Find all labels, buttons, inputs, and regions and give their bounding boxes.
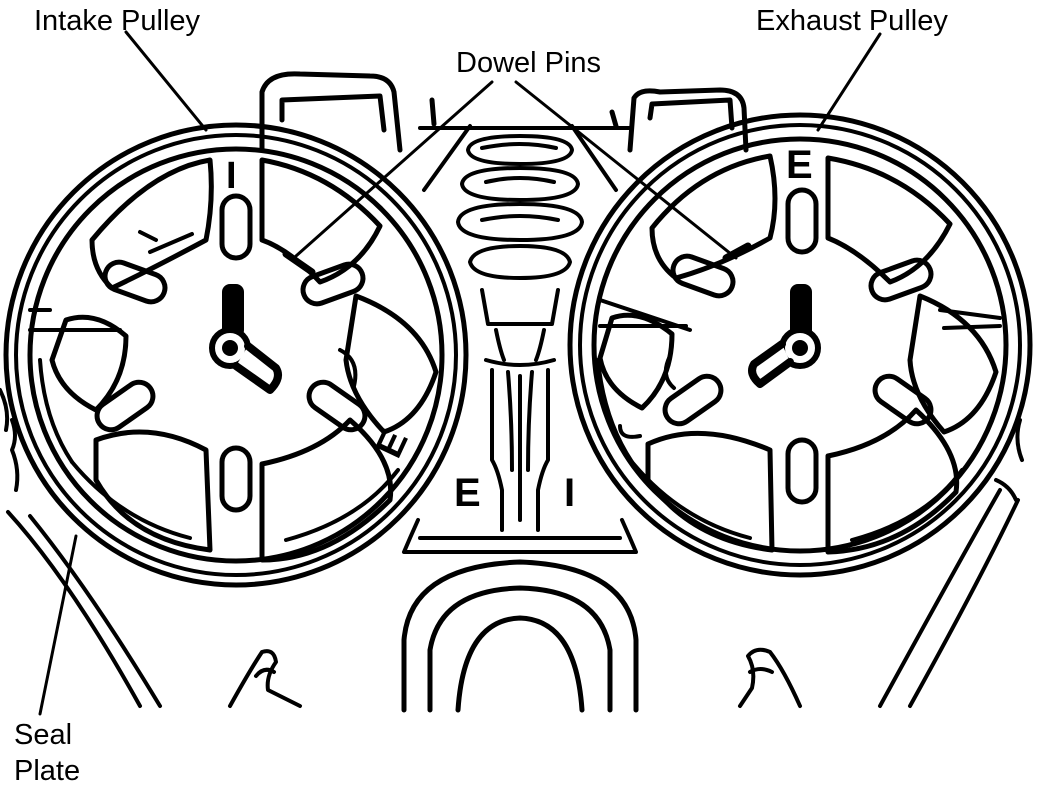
exhaust-top-mark: E <box>786 143 813 187</box>
exhaust-pulley <box>567 112 1033 578</box>
cylinder-head-outline <box>259 71 749 192</box>
center-bearing-stack <box>456 134 584 532</box>
intake-pulley-leader <box>124 30 208 132</box>
seal-plate-leader <box>38 534 78 716</box>
dowel-pins-leader-right <box>514 80 738 260</box>
center-left-mark: E <box>454 471 481 515</box>
timing-marks: I E E E I <box>226 143 813 515</box>
seal-plate-belt-left <box>0 388 162 708</box>
lower-arch <box>401 559 639 713</box>
seal-plate-label-line1: Seal <box>14 719 72 751</box>
exhaust-hub <box>748 284 821 388</box>
dowel-pins-leader-left <box>294 80 494 258</box>
intake-pulley <box>3 122 469 588</box>
intake-top-mark: I <box>226 155 237 197</box>
exhaust-pulley-label: Exhaust Pulley <box>756 5 948 37</box>
seal-plate-label-line2: Plate <box>14 755 80 787</box>
exhaust-pulley-leader <box>816 32 882 132</box>
leader-lines <box>38 30 882 716</box>
dowel-pin-markers <box>282 242 752 276</box>
center-right-mark: I <box>564 471 575 515</box>
seal-plate-belt-right <box>878 418 1024 708</box>
lower-brackets <box>228 647 802 708</box>
center-base-block <box>402 518 638 554</box>
intake-pulley-label: Intake Pulley <box>34 5 201 37</box>
intake-hub <box>209 284 282 394</box>
callout-labels: Intake Pulley Exhaust Pulley Dowel Pins … <box>14 5 948 787</box>
dowel-pins-label: Dowel Pins <box>456 47 601 79</box>
